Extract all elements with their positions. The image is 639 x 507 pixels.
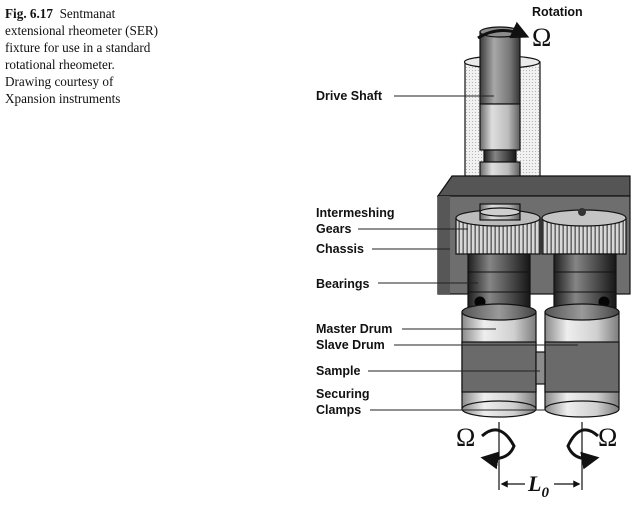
label-drive-shaft: Drive Shaft xyxy=(316,89,383,103)
caption-line-5: Drawing courtesy of xyxy=(5,74,114,89)
label-gears: Gears xyxy=(316,222,351,236)
caption-line-6: Xpansion instruments xyxy=(5,91,121,106)
label-clamps: Clamps xyxy=(316,403,361,417)
master-drum xyxy=(461,303,537,418)
l0-sub: 0 xyxy=(541,485,549,501)
label-master-drum: Master Drum xyxy=(316,322,392,336)
caption-line-3: fixture for use in a standard xyxy=(5,40,151,55)
label-securing: Securing xyxy=(316,387,370,401)
caption-line-1: Sentmanat xyxy=(59,6,116,21)
omega-top: Ω xyxy=(532,23,551,52)
label-rotation: Rotation xyxy=(532,5,583,19)
label-intermeshing: Intermeshing xyxy=(316,206,395,220)
sample-strip xyxy=(535,351,546,385)
figure-label: Fig. 6.17 xyxy=(5,6,53,21)
l0-label: L0 xyxy=(527,471,549,501)
rotation-arrow xyxy=(477,21,530,40)
slave-gear-assembly xyxy=(541,208,627,315)
label-chassis: Chassis xyxy=(316,242,364,256)
label-sample: Sample xyxy=(316,364,361,378)
slave-drum xyxy=(544,303,620,418)
l0-main: L xyxy=(527,471,541,496)
caption-line-4: rotational rheometer. xyxy=(5,57,115,72)
leader-lines xyxy=(358,95,578,411)
label-slave-drum: Slave Drum xyxy=(316,338,385,352)
omega-right: Ω xyxy=(598,423,617,452)
master-gear-assembly xyxy=(455,203,541,315)
label-bearings: Bearings xyxy=(316,277,370,291)
omega-left: Ω xyxy=(456,423,475,452)
bottom-rotation-arrows xyxy=(480,422,600,490)
figure-caption: Fig. 6.17 Sentmanat extensional rheomete… xyxy=(5,5,205,107)
caption-line-2: extensional rheometer (SER) xyxy=(5,23,159,38)
